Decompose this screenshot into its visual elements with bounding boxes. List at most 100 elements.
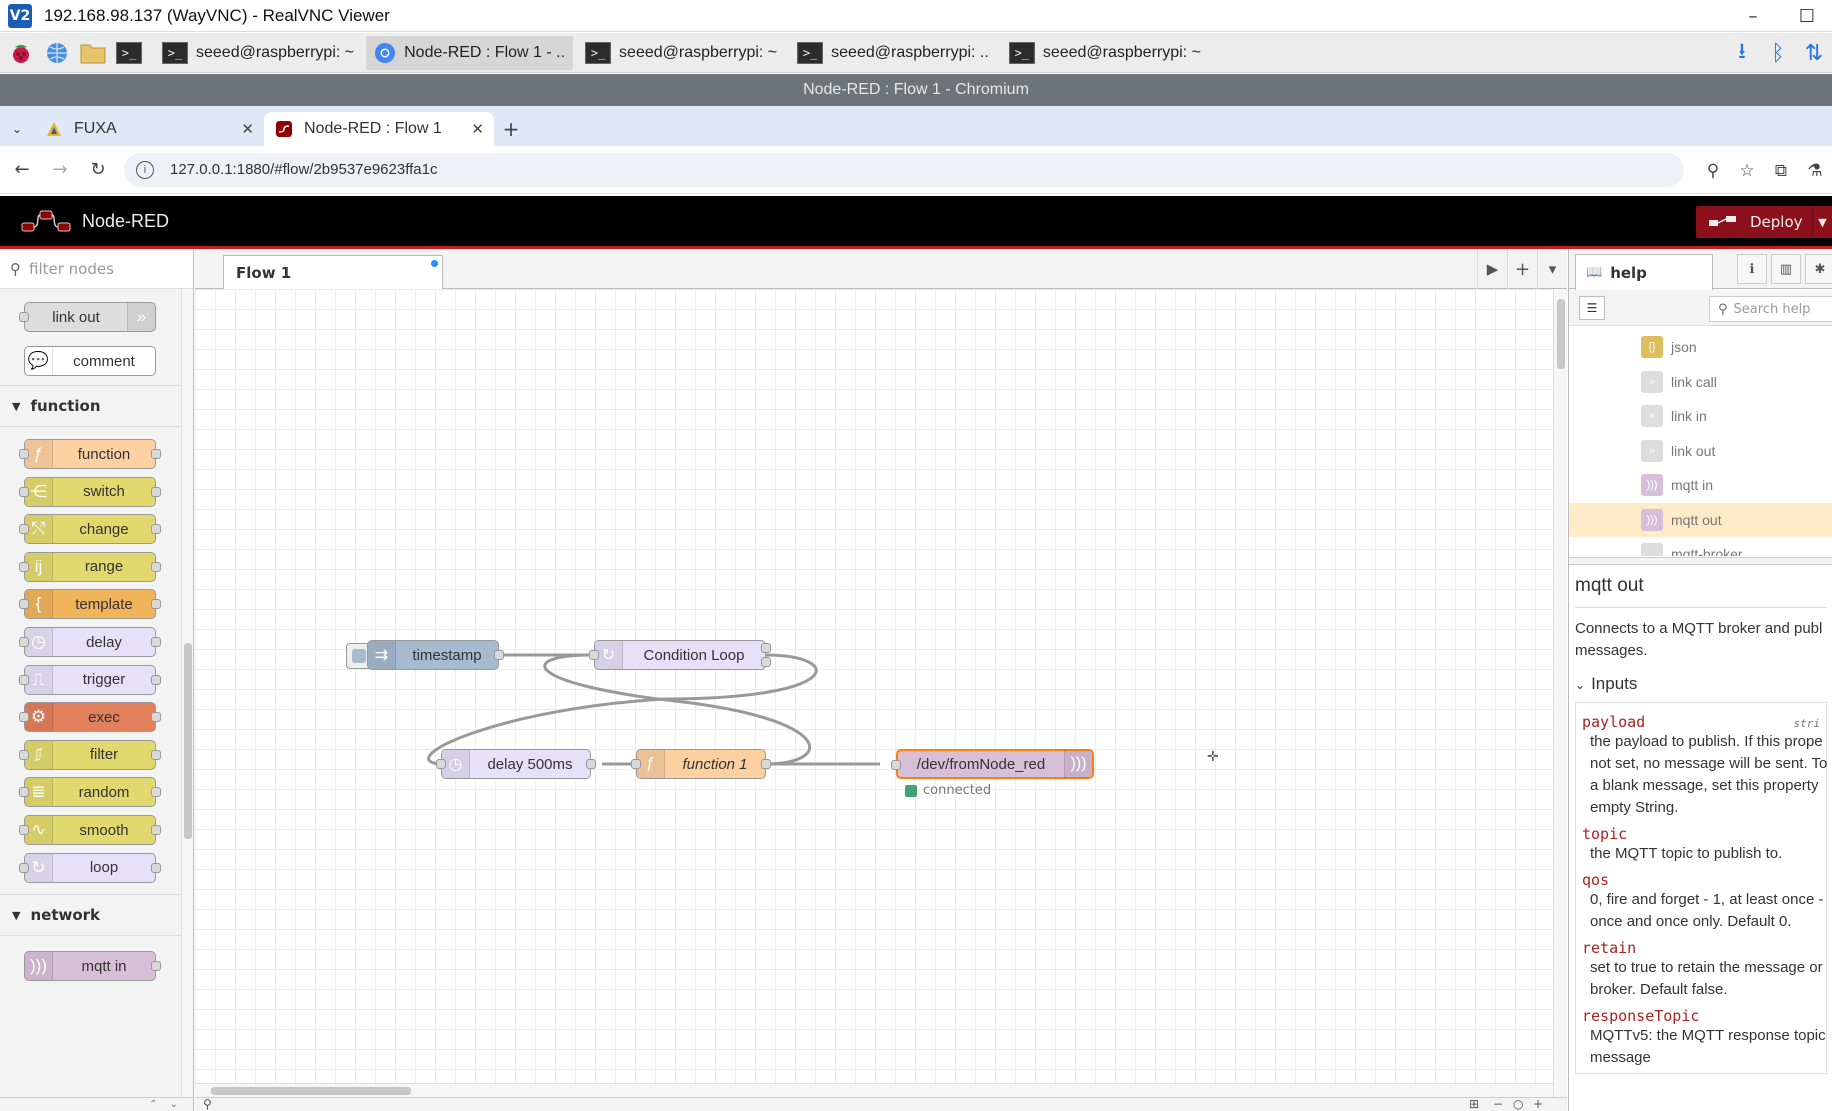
palette-node-template[interactable]: {template: [19, 589, 161, 620]
taskbar-item-chromium[interactable]: Node-RED : Flow 1 - ..: [366, 35, 574, 70]
flow-list-chevron-icon[interactable]: ▾: [1537, 249, 1567, 289]
palette-category-function[interactable]: ▼ function: [0, 385, 182, 427]
node-input-port[interactable]: [891, 760, 901, 770]
help-tree-item[interactable]: )))mqtt in: [1569, 468, 1832, 502]
palette-node-switch[interactable]: ⋲switch: [19, 476, 161, 507]
palette-category-network[interactable]: ▼ network: [0, 894, 182, 936]
site-info-icon[interactable]: i: [136, 160, 154, 179]
palette-node-delay[interactable]: ◷delay: [19, 627, 161, 657]
close-tab-icon[interactable]: ✕: [471, 121, 484, 138]
palette-node-filter[interactable]: ⎎filter: [19, 739, 161, 770]
minimize-button[interactable]: –: [1748, 5, 1758, 27]
palette-node-exec[interactable]: ⚙exec: [19, 702, 161, 733]
help-tree-item[interactable]: »link in: [1569, 399, 1832, 433]
palette-node-mqtt-in[interactable]: ))) mqtt in: [24, 951, 161, 981]
node-output-port[interactable]: [494, 650, 504, 660]
info-icon[interactable]: ℹ: [1737, 254, 1767, 284]
wire[interactable]: [543, 653, 812, 766]
palette-node-link-out[interactable]: link out »: [19, 302, 156, 332]
deploy-button[interactable]: Deploy ▼: [1696, 206, 1832, 238]
tab-help[interactable]: 📖 help: [1575, 254, 1713, 290]
back-arrow-icon[interactable]: ←: [14, 159, 30, 180]
flow-node-mqtt-out[interactable]: /dev/fromNode_red ))): [891, 749, 1094, 779]
node-output-port[interactable]: [761, 643, 771, 653]
tab-search-chevron-icon[interactable]: ⌄: [11, 122, 23, 136]
node-output-port[interactable]: [761, 657, 771, 667]
vnc-window-titlebar: V2 192.168.98.137 (WayVNC) - RealVNC Vie…: [0, 0, 1832, 32]
deploy-dropdown-icon[interactable]: ▼: [1812, 206, 1832, 238]
palette-scrollbar[interactable]: [181, 289, 193, 1101]
palette-node-trigger[interactable]: ⎍trigger: [19, 664, 161, 695]
zoom-out-icon[interactable]: −: [1493, 1097, 1504, 1111]
node-input-port[interactable]: [589, 650, 599, 660]
navigator-map-icon[interactable]: ⊞: [1469, 1097, 1480, 1111]
palette-node-loop[interactable]: ↻loop: [19, 852, 161, 883]
reload-icon[interactable]: ↻: [90, 159, 106, 180]
maximize-button[interactable]: ☐: [1798, 5, 1816, 27]
flow-node-timestamp[interactable]: ⇉ timestamp: [367, 640, 504, 670]
node-input-port[interactable]: [436, 759, 446, 769]
file-manager-launcher-icon[interactable]: [78, 38, 108, 68]
bookmark-star-icon[interactable]: ☆: [1739, 161, 1755, 181]
play-arrow-icon[interactable]: ▶: [1477, 249, 1507, 289]
close-tab-icon[interactable]: ✕: [241, 121, 254, 138]
labs-flask-icon[interactable]: ⚗: [1807, 161, 1823, 181]
palette-node-change[interactable]: ⤲change: [19, 514, 161, 545]
node-output-port[interactable]: [761, 759, 771, 769]
raspberry-menu-icon[interactable]: [6, 38, 36, 68]
node-input-port[interactable]: [631, 759, 641, 769]
collapse-all-icon[interactable]: ⌃: [149, 1099, 158, 1110]
browser-tab-nodered[interactable]: Node-RED : Flow 1 ✕: [264, 112, 494, 146]
help-tree-item[interactable]: {}json: [1569, 330, 1832, 364]
tab-flow-1[interactable]: Flow 1: [223, 255, 443, 290]
flow-canvas[interactable]: ⇉ timestamp ↻ Condition Loop ◷ delay 500…: [195, 289, 1553, 1097]
download-icon[interactable]: ⭳: [1738, 39, 1746, 64]
help-tree-item[interactable]: )))mqtt out: [1569, 502, 1832, 537]
search-icon[interactable]: ⚲: [203, 1097, 212, 1111]
flow-node-condition-loop[interactable]: ↻ Condition Loop: [589, 640, 771, 670]
canvas-horizontal-scrollbar[interactable]: [195, 1083, 1553, 1097]
flow-node-function-1[interactable]: ƒ function 1: [631, 749, 771, 779]
taskbar-item-terminal-4[interactable]: >_ seeed@raspberrypi: ~: [1001, 36, 1209, 70]
taskbar-item-terminal-2[interactable]: >_ seeed@raspberrypi: ~: [577, 36, 785, 70]
taskbar-item-terminal-3[interactable]: >_ seeed@raspberrypi: ..: [789, 36, 997, 70]
browser-tab-fuxa[interactable]: FUXA ✕: [34, 112, 264, 146]
palette-node-smooth[interactable]: ∿smooth: [19, 815, 161, 845]
terminal-launcher-icon[interactable]: >_: [114, 38, 144, 68]
sidebar-resize-divider[interactable]: [1569, 557, 1832, 565]
zoom-reset-icon[interactable]: ○: [1513, 1097, 1524, 1111]
debug-bug-icon[interactable]: ✱: [1805, 254, 1832, 284]
add-flow-button[interactable]: +: [1507, 249, 1537, 289]
network-icon[interactable]: ⇅: [1804, 40, 1824, 66]
flow-node-delay[interactable]: ◷ delay 500ms: [436, 749, 596, 779]
node-input-port: [19, 486, 29, 497]
help-description-line-2: messages.: [1575, 642, 1648, 659]
forward-arrow-icon[interactable]: →: [52, 159, 68, 180]
extensions-icon[interactable]: ⧉: [1774, 161, 1788, 181]
help-tree-item[interactable]: mqtt-broker: [1569, 537, 1832, 556]
help-search-input[interactable]: ⚲ Search help: [1709, 296, 1832, 322]
expand-all-icon[interactable]: ⌄: [169, 1099, 178, 1110]
help-tree-item[interactable]: »link call: [1569, 365, 1832, 399]
node-output-port[interactable]: [586, 759, 596, 769]
toc-list-icon[interactable]: ☰: [1579, 296, 1605, 320]
zoom-in-icon[interactable]: +: [1533, 1097, 1544, 1111]
palette-node-comment[interactable]: 💬 comment: [24, 346, 156, 376]
address-bar[interactable]: i 127.0.0.1:1880/#flow/2b9537e9623ffa1c: [124, 152, 1684, 187]
new-tab-button[interactable]: +: [502, 117, 520, 141]
palette-filter-input[interactable]: ⚲ filter nodes: [0, 249, 193, 289]
mqtt-icon: ))): [25, 952, 53, 980]
zoom-icon[interactable]: ⚲: [1706, 161, 1720, 181]
bluetooth-icon[interactable]: ᛒ: [1771, 40, 1785, 66]
help-book-icon[interactable]: ▥: [1771, 254, 1801, 284]
taskbar-item-terminal-1[interactable]: >_ seeed@raspberrypi: ~: [154, 36, 362, 70]
canvas-vertical-scrollbar[interactable]: [1553, 289, 1567, 1097]
web-browser-launcher-icon[interactable]: [42, 38, 72, 68]
palette-node-random[interactable]: ≣random: [19, 777, 161, 808]
help-property-description: the payload to publish. If this prope: [1590, 733, 1823, 750]
wire[interactable]: [427, 653, 818, 766]
help-section-inputs[interactable]: ⌄Inputs: [1575, 674, 1638, 693]
help-tree-item[interactable]: »link out: [1569, 434, 1832, 468]
